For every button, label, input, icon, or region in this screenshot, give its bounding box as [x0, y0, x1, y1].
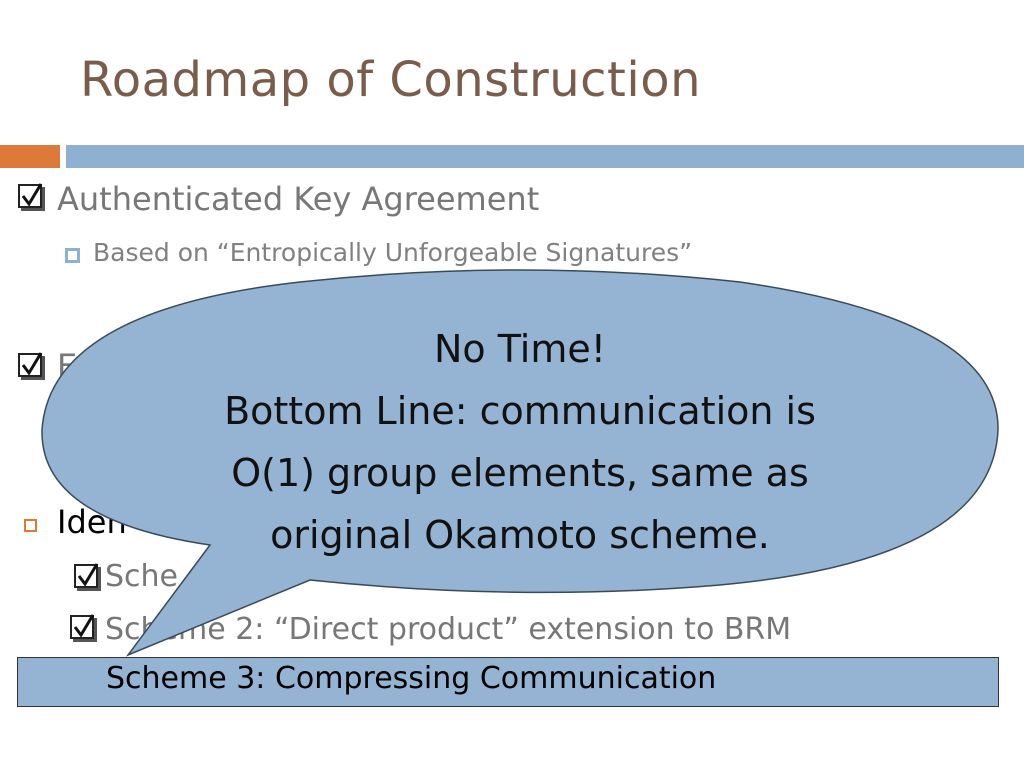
bullet-encryption-partial: En: [57, 347, 98, 385]
checkbox-checked-icon: [70, 614, 96, 641]
checkbox-checked-icon: [74, 563, 100, 590]
title-divider-bar: [66, 145, 1024, 168]
callout-line-4: original Okamoto scheme.: [270, 513, 770, 557]
accent-bar: [0, 145, 60, 168]
scheme-3: Scheme 3: Compressing Communication: [106, 661, 717, 696]
scheme-3-highlight: [17, 657, 999, 707]
bullet-authenticated-key-agreement: Authenticated Key Agreement: [57, 180, 540, 218]
scheme-2: Scheme 2: “Direct product” extension to …: [105, 612, 792, 647]
callout-line-1: No Time!: [434, 327, 606, 371]
checkbox-empty-icon: [24, 519, 37, 532]
slide-title: Roadmap of Construction: [80, 52, 701, 108]
callout-line-2: Bottom Line: communication is: [224, 389, 816, 433]
square-bullet-icon: [65, 248, 80, 263]
checkbox-checked-icon: [18, 352, 44, 379]
checkbox-checked-icon: [18, 183, 44, 210]
callout-line-3: O(1) group elements, same as: [231, 451, 809, 495]
sub-bullet-entropically-unforgeable: Based on “Entropically Unforgeable Signa…: [93, 238, 693, 267]
bullet-identification-partial: Iden: [57, 503, 127, 541]
callout-text: No Time! Bottom Line: communication is O…: [160, 318, 880, 566]
